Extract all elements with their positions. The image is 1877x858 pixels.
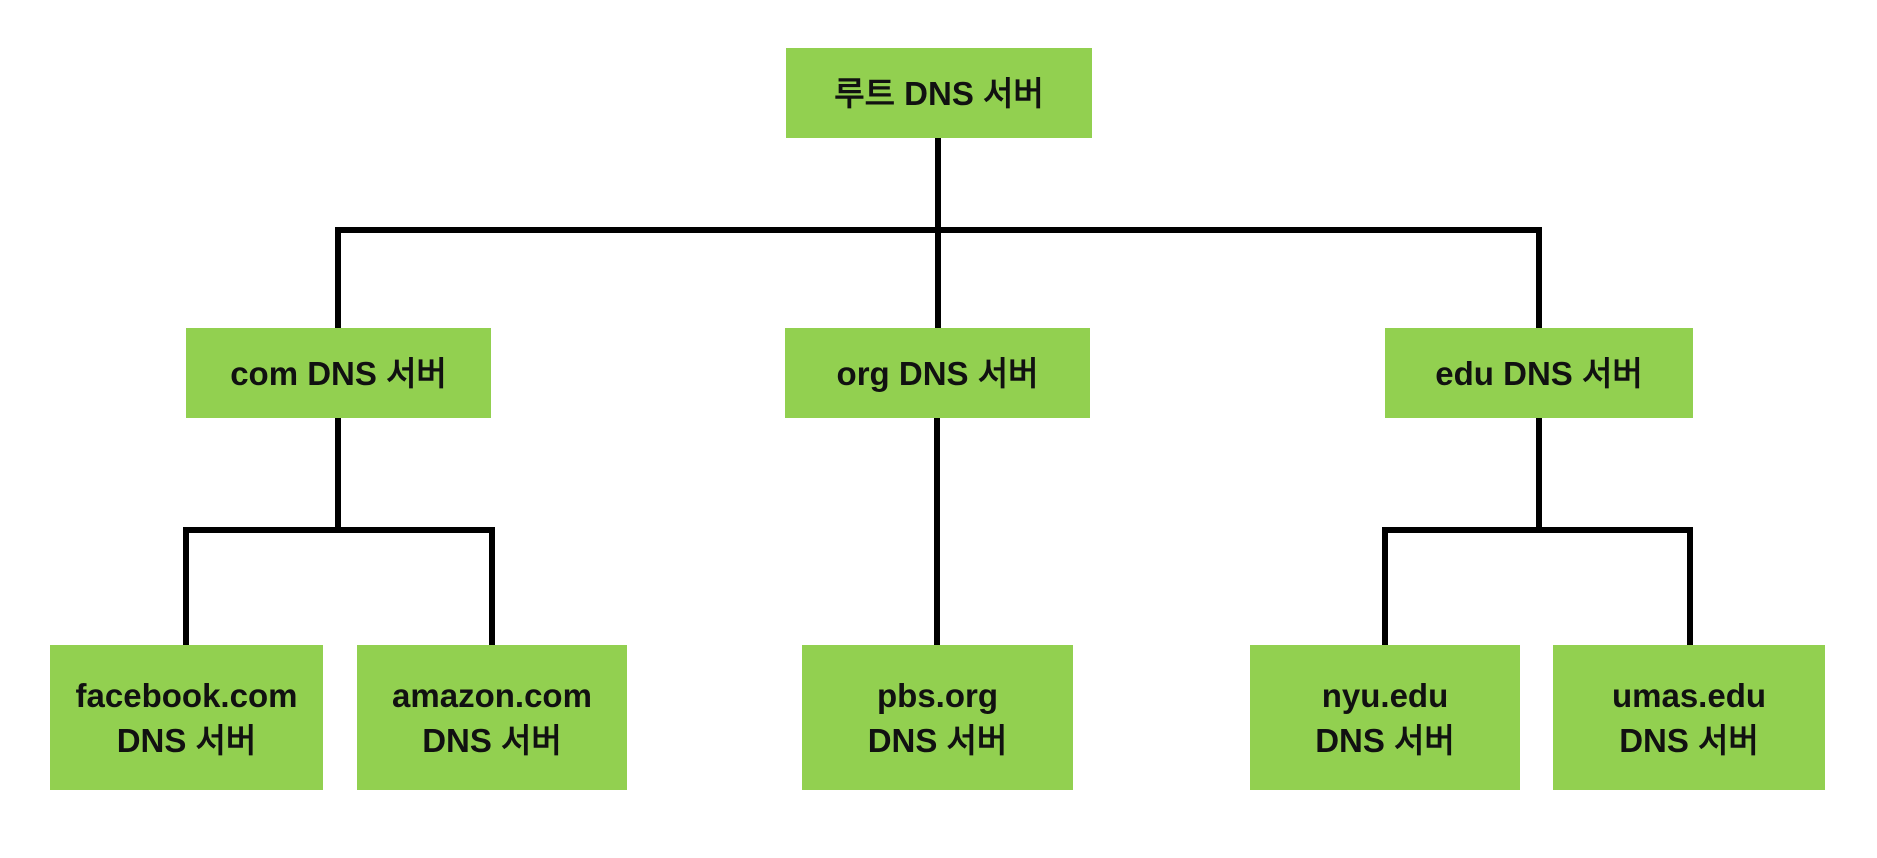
edge-rail-to-umas <box>1687 527 1693 645</box>
edge-edu-to-rail <box>1536 418 1542 530</box>
node-amazon-dns-server: amazon.com DNS 서버 <box>357 645 627 790</box>
edge-com-to-rail <box>335 418 341 530</box>
edge-root-to-rail <box>935 138 941 328</box>
edge-rail-to-amazon <box>489 527 495 645</box>
node-org-dns-server: org DNS 서버 <box>785 328 1090 418</box>
node-com-dns-server: com DNS 서버 <box>186 328 491 418</box>
node-umas-dns-server: umas.edu DNS 서버 <box>1553 645 1825 790</box>
edge-level1-rail <box>335 227 1542 233</box>
node-root-dns-server: 루트 DNS 서버 <box>786 48 1092 138</box>
edge-rail-to-edu <box>1536 227 1542 328</box>
node-edu-dns-server: edu DNS 서버 <box>1385 328 1693 418</box>
edge-rail-to-facebook <box>183 527 189 645</box>
edge-rail-to-com <box>335 227 341 328</box>
node-facebook-dns-server: facebook.com DNS 서버 <box>50 645 323 790</box>
edge-edu-children-rail <box>1382 527 1693 533</box>
node-nyu-dns-server: nyu.edu DNS 서버 <box>1250 645 1520 790</box>
edge-org-to-pbs <box>934 418 940 645</box>
node-pbs-dns-server: pbs.org DNS 서버 <box>802 645 1073 790</box>
edge-com-children-rail <box>183 527 495 533</box>
edge-rail-to-nyu <box>1382 527 1388 645</box>
